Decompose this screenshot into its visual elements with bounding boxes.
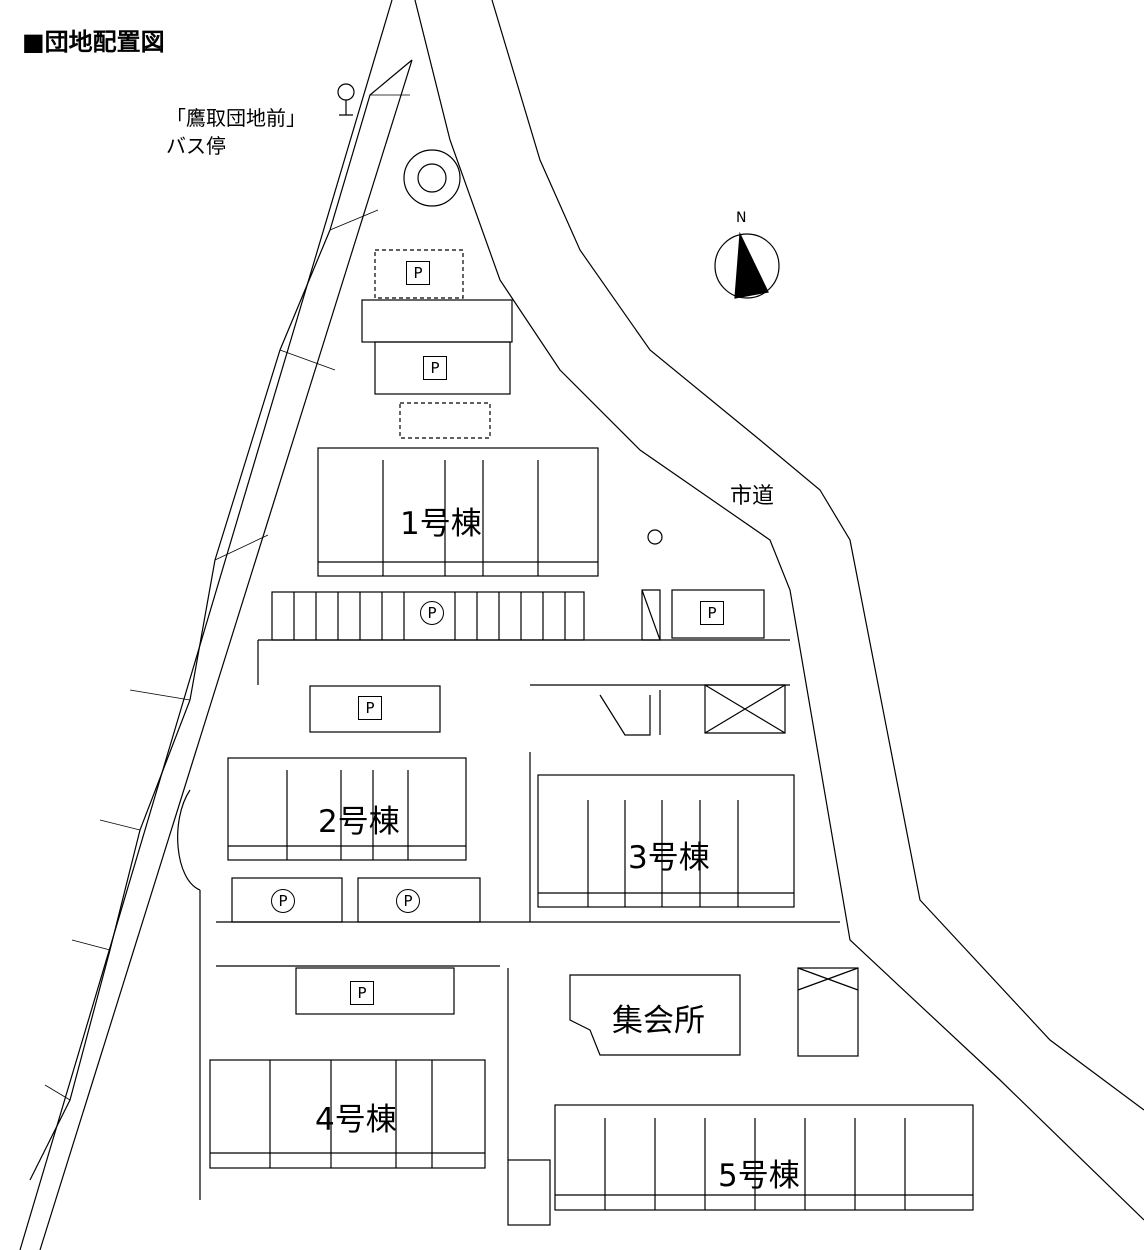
- city-road-right-edge: [491, 0, 1144, 1111]
- parking-marker: P: [350, 981, 374, 1005]
- building-3-label: 3号棟: [628, 840, 710, 876]
- city-road-left-edge: [414, 0, 1144, 1221]
- page-title: ■団地配置図: [22, 28, 165, 56]
- parking-marker: P: [423, 356, 447, 380]
- north-label: N: [736, 210, 747, 226]
- bus-stop-suffix: バス停: [166, 134, 226, 158]
- bus-stop-icon: [337, 83, 355, 116]
- parking-marker: P: [406, 261, 430, 285]
- bus-stop-name: 「鷹取団地前」: [166, 106, 306, 130]
- building-4: [209, 1059, 486, 1169]
- building-4-label: 4号棟: [315, 1102, 397, 1138]
- parking-marker: P: [420, 601, 444, 625]
- building-5: [554, 1104, 974, 1211]
- left-slope-edge: [29, 59, 413, 1181]
- north-arrow-icon: [714, 231, 780, 299]
- parking-marker: P: [271, 889, 295, 913]
- building-5-label: 5号棟: [718, 1158, 800, 1194]
- building-2: [227, 757, 467, 861]
- parking-marker: P: [358, 696, 382, 720]
- bus-stop-label: 「鷹取団地前」 バス停: [166, 104, 306, 160]
- slope-ticks: [44, 94, 410, 1101]
- community-hall-label: 集会所: [612, 1003, 705, 1039]
- parking-marker: P: [396, 889, 420, 913]
- community-hall: [569, 974, 741, 1056]
- left-boundary-inner: [39, 59, 413, 1250]
- building-1: [317, 447, 599, 577]
- road-label: 市道: [730, 484, 775, 509]
- building-3: [537, 774, 795, 908]
- building-2-label: 2号棟: [318, 804, 400, 840]
- left-boundary-outer: [19, 0, 393, 1250]
- building-1-label: 1号棟: [400, 506, 482, 542]
- parking-marker: P: [700, 601, 724, 625]
